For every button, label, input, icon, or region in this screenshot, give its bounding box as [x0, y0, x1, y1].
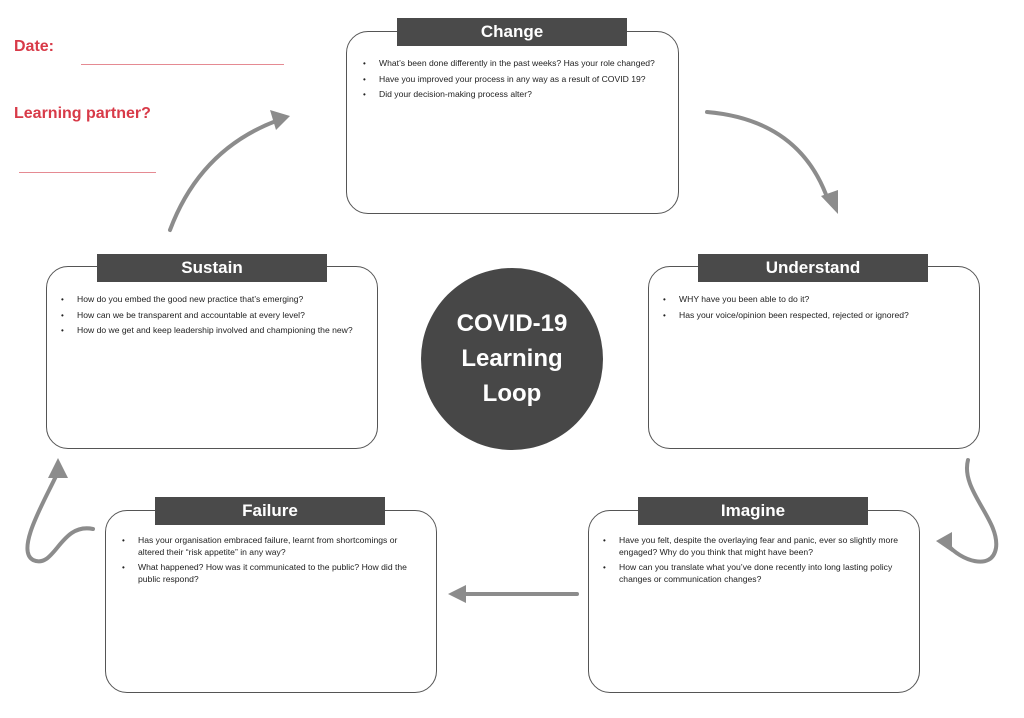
question: Have you improved your process in any wa… [361, 74, 671, 86]
question: Did your decision-making process alter? [361, 89, 671, 101]
date-line[interactable] [81, 64, 284, 65]
question: Has your organisation embraced failure, … [120, 535, 420, 558]
question: How do you embed the good new practice t… [59, 294, 371, 306]
arrowhead-sustain [48, 458, 68, 478]
arrow-understand-to-imagine [946, 458, 999, 564]
question: Has your voice/opinion been respected, r… [661, 310, 973, 322]
question: What’s been done differently in the past… [361, 58, 671, 70]
imagine-questions: Have you felt, despite the overlaying fe… [601, 535, 909, 589]
sustain-title: Sustain [97, 254, 327, 282]
center-line-1: COVID-19 [456, 310, 568, 337]
question: Have you felt, despite the overlaying fe… [601, 535, 909, 558]
imagine-card: Have you felt, despite the overlaying fe… [588, 510, 920, 693]
center-line-2: Learning [461, 345, 563, 372]
sustain-questions: How do you embed the good new practice t… [59, 294, 371, 341]
failure-questions: Has your organisation embraced failure, … [120, 535, 420, 589]
change-title: Change [397, 18, 627, 46]
understand-title: Understand [698, 254, 928, 282]
understand-card: WHY have you been able to do it? Has you… [648, 266, 980, 449]
sustain-card: How do you embed the good new practice t… [46, 266, 378, 449]
center-line-3: Loop [482, 380, 542, 407]
learning-partner-line[interactable] [19, 172, 156, 173]
imagine-title: Imagine [638, 497, 868, 525]
arrowhead-imagine [936, 532, 952, 552]
change-questions: What’s been done differently in the past… [361, 58, 671, 105]
question: How can we be transparent and accountabl… [59, 310, 371, 322]
arrow-failure-to-sustain [25, 472, 95, 564]
center-circle: COVID-19 Learning Loop [421, 268, 603, 450]
question: How can you translate what you’ve done r… [601, 562, 909, 585]
understand-questions: WHY have you been able to do it? Has you… [661, 294, 973, 325]
arrowhead-failure [448, 585, 466, 603]
learning-partner-label: Learning partner? [14, 105, 151, 122]
change-card: What’s been done differently in the past… [346, 31, 679, 214]
question: What happened? How was it communicated t… [120, 562, 420, 585]
arrow-change-to-understand [705, 110, 830, 202]
failure-card: Has your organisation embraced failure, … [105, 510, 437, 693]
arrowhead-understand [821, 190, 838, 214]
arrow-sustain-to-change [168, 119, 278, 232]
date-label: Date: [14, 38, 55, 55]
arrowhead-change [270, 110, 290, 130]
failure-title: Failure [155, 497, 385, 525]
question: WHY have you been able to do it? [661, 294, 973, 306]
question: How do we get and keep leadership involv… [59, 325, 371, 337]
